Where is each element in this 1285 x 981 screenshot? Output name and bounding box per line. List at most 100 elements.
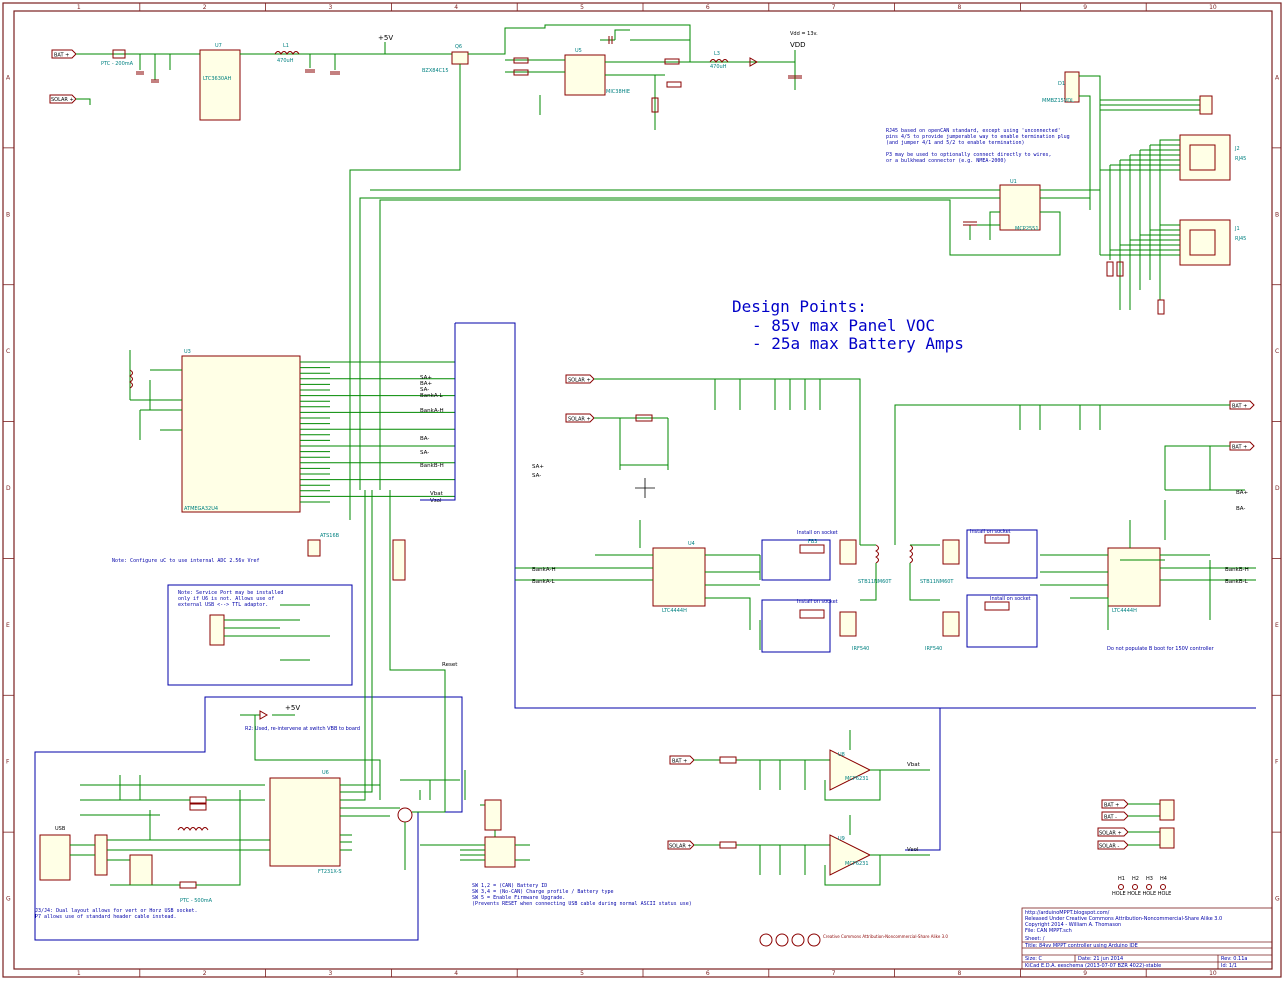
ic-u1-ref: U1 [1010,179,1017,185]
solar-minus-conn-label: SOLAR - [1099,844,1119,850]
edge-number: 6 [706,4,710,11]
net-sa-minus-u4: SA- [532,473,541,479]
edge-number: 10 [1209,4,1217,11]
mounting-hole [1118,884,1124,890]
net-sa-plus-u4: SA+ [532,464,544,470]
signal-bus-outline [420,322,1256,851]
mounting-hole [1132,884,1138,890]
mounting-hole [1160,884,1166,890]
solar-plus-port-mid2 [565,413,595,423]
edge-number: 8 [958,4,962,11]
net-vsol: Vsol [430,498,442,504]
solar-plus-port-amp [667,840,695,850]
snubber-box-1 [761,539,831,581]
solar-plus-conn-label: SOLAR + [1099,831,1122,837]
title-block: http://arduinoMPPT.blogspot.com/ Release… [759,907,1273,970]
edge-letter: B [1275,211,1279,218]
bat-plus-port-amp-label: BAT + [672,759,687,765]
edge-number: 1 [77,4,81,11]
inductor-l1-ref: L1 [283,43,289,49]
rj45-j1-value: RJ45 [1235,236,1246,242]
inductor-l1-value: 470uH [277,58,294,64]
tb-sheet: Sheet: / [1025,936,1045,942]
ic-u7-value: LTC3630AH [203,76,231,82]
edge-letter: F [1275,759,1279,766]
usb-bus-outline [34,696,463,941]
solar-minus-conn [1097,840,1129,850]
boot-note: Do not populate B boot for 150V controll… [1107,646,1215,652]
mounting-hole-label: H1 [1118,876,1125,882]
bat-minus-conn-label: BAT - [1104,815,1117,821]
battery-j2 [484,799,502,831]
net-banka-h: BankA-H [420,408,444,414]
bat-plus-port-top-label: BAT + [54,53,69,59]
edge-letter: D [1275,485,1280,492]
tb-date: Date: 21 jun 2014 [1078,956,1123,962]
net-sa-minus-2: SA- [420,450,429,456]
ic-u7-ref: U7 [215,43,222,49]
edge-letter: E [1275,622,1279,629]
diode-d12 [749,57,759,67]
net-banka-l: BankA-L [420,393,443,399]
net-vbat-amp: Vbat [907,762,921,768]
rj45-j1-ref: J1 [1234,226,1240,232]
solar-plus-port-top [49,94,77,104]
mosfet-q1-value: STB11NM60T [858,579,892,585]
solar-plus-port-mid1 [565,374,595,384]
bat-plus-port-right2-label: BAT + [1232,445,1247,451]
edge-letter: A [1275,74,1280,81]
tb-kicad: KiCad E.D.A. eeschema (2013-07-07 BZR 40… [1025,963,1161,969]
tb-url: http://arduinoMPPT.blogspot.com/ [1025,910,1110,916]
mosfet-q4 [942,611,960,637]
edge-number: 7 [832,4,836,11]
edge-number: 9 [1083,970,1087,977]
ic-u3 [181,355,301,513]
fuse-f2 [179,881,197,889]
edge-number: 1 [77,970,81,977]
solar-plus-port-mid1-label: SOLAR + [568,378,591,384]
net-ba-plus: BA+ [420,381,433,387]
solar-plus-conn [1097,827,1129,837]
ferrite-filter [177,827,209,831]
ic-u3-pin-lines [300,361,455,503]
net-reset: Reset [442,662,458,668]
connector-p3 [1199,95,1213,115]
bat-plus-conn [1101,799,1129,809]
resistor-r21 [513,69,529,76]
net-bankb-h-right: BankB-H [1225,567,1249,573]
diode-d1-value: MMBZ15VDL [1042,98,1074,104]
ic-u6-ref: U6 [322,770,329,776]
cc-text: Creative Commons Attribution-Noncommerci… [823,934,948,939]
edge-letter: E [6,622,10,629]
ic-u6 [269,777,341,867]
ic-u5-ref: U5 [575,48,582,54]
vref-note: Note: Configure uC to use internal ADC 2… [112,558,260,564]
install-note-4: Install on socket [990,596,1031,602]
snubber-box-4 [966,594,1038,648]
rj45-j2-ref: J2 [1234,146,1240,152]
dip-note-4: (Prevents RESET when connecting USB cabl… [472,901,692,907]
rj45-note-3: (and jumper 4/1 and 5/2 to enable termin… [886,140,1024,146]
opamp-u9 [829,834,872,876]
net-ba-minus: BA- [420,436,429,442]
mosfet-q4-value: IRF540 [925,646,942,652]
resistor-r19 [664,58,680,65]
ic-u3-ref: U3 [184,349,191,355]
mounting-hole-label: H4 [1160,876,1167,882]
edge-number: 10 [1209,970,1217,977]
usb-note-1: J3/J4: Dual layout allows for vert or Ho… [35,908,198,914]
power-5v-usb: +5V [285,704,300,712]
cc-icon [759,933,773,947]
tb-rev: Rev: 0.11a [1221,956,1247,962]
mosfet-q2-value: IRF540 [852,646,869,652]
edge-letter: F [6,759,10,766]
install-note-1: Install on socket [797,530,838,536]
edge-letter: D [6,485,11,492]
fuse-f1-value: PTC - 200mA [101,61,134,67]
fuse-f1 [112,49,126,59]
mosfet-q1 [839,539,857,565]
